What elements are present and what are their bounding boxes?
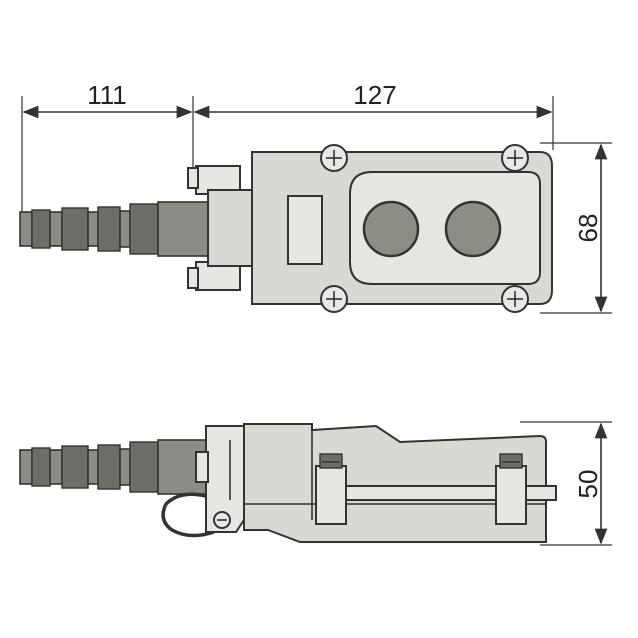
- cable-housing-side: [205, 425, 245, 533]
- dimension-body-width: 68: [540, 142, 612, 314]
- cable-strain-relief-top: [19, 201, 211, 257]
- side-view: 50: [19, 421, 612, 546]
- push-button-2: [444, 200, 502, 258]
- body-height-label: 50: [573, 470, 603, 499]
- screw-icon: [501, 144, 529, 172]
- hanging-hook: [161, 492, 215, 538]
- screw-icon: [320, 285, 348, 313]
- dimension-cable-length: 111: [21, 80, 194, 232]
- cable-clamp-top: [187, 165, 253, 291]
- screw-icon: [320, 144, 348, 172]
- body-length-label: 127: [353, 80, 396, 110]
- top-view: 111 127 68: [19, 80, 612, 314]
- dimension-body-height: 50: [520, 421, 612, 546]
- push-button-1: [362, 200, 420, 258]
- button-post-1: [315, 453, 347, 525]
- dimension-body-length: 127: [193, 80, 554, 150]
- cable-strain-relief-side: [19, 439, 209, 495]
- label-window: [287, 195, 323, 265]
- screw-icon: [213, 511, 231, 529]
- cable-length-label: 111: [87, 80, 127, 110]
- button-post-2: [495, 453, 527, 525]
- body-width-label: 68: [573, 214, 603, 243]
- screw-icon: [501, 285, 529, 313]
